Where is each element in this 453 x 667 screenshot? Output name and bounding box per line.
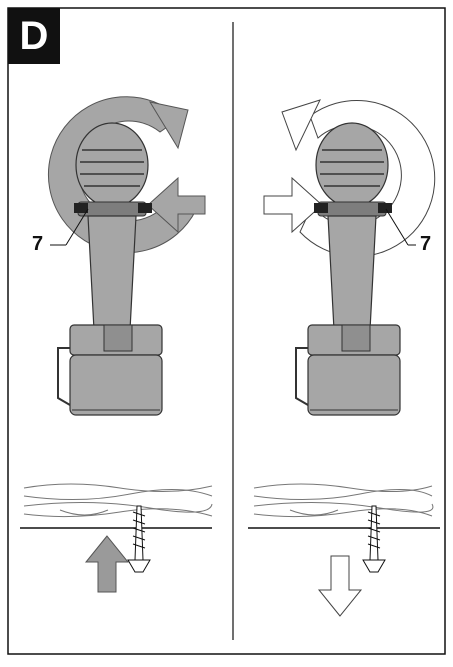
right-panel: [248, 99, 440, 617]
panel-letter-badge: D: [8, 8, 60, 64]
callout-leader-left: [65, 208, 89, 246]
rotation-arrowhead-left: [148, 101, 189, 150]
screw-right: [362, 505, 386, 573]
push-arrow-left: [147, 176, 206, 234]
push-arrow-right: [263, 176, 323, 234]
wood-board-left: [23, 483, 213, 518]
callout-number-right: 7: [420, 233, 432, 255]
direction-arrow-down: [317, 555, 363, 617]
callout-leader-right: [385, 208, 409, 246]
drill-left: [57, 122, 163, 416]
callout-number-left: 7: [32, 233, 44, 255]
frame-border: [7, 7, 446, 655]
left-panel: [20, 96, 213, 593]
screw-left: [127, 505, 151, 573]
rotation-arrowhead-right: [281, 99, 321, 152]
drill-right: [295, 122, 401, 416]
wood-board-right: [253, 483, 434, 518]
rotation-arrow-counterclockwise: [299, 99, 436, 257]
direction-arrow-up: [84, 535, 130, 593]
